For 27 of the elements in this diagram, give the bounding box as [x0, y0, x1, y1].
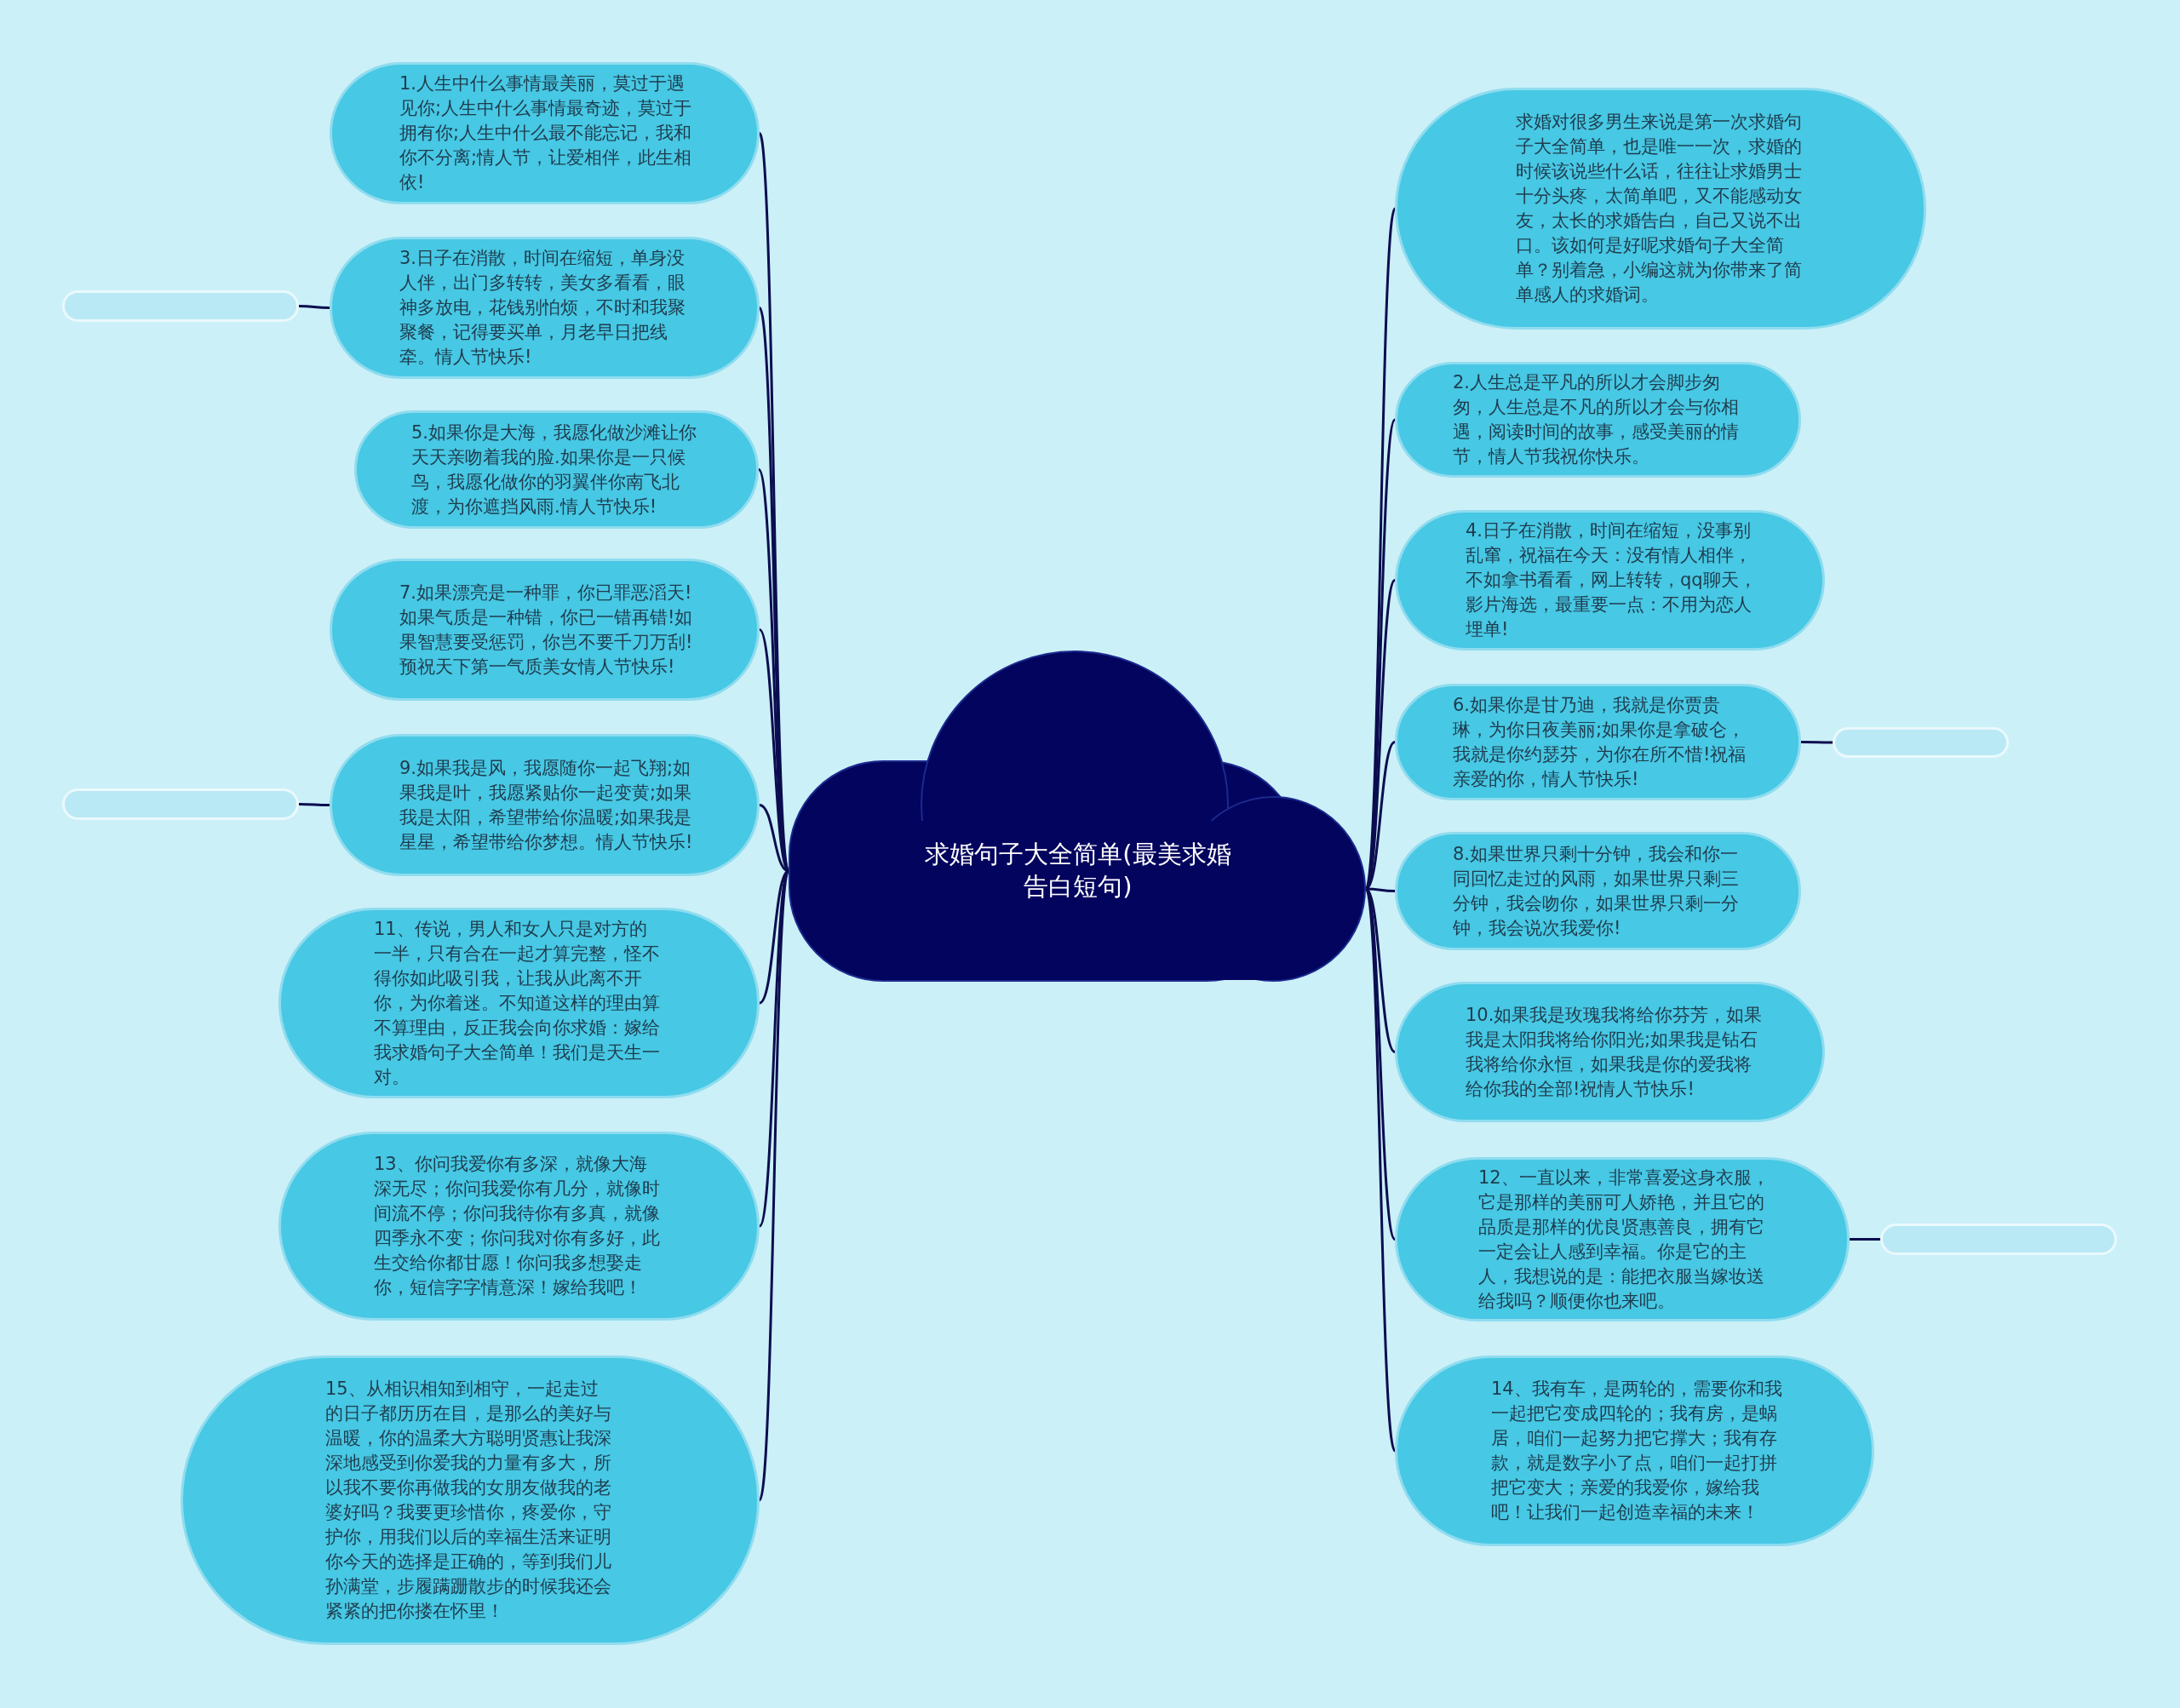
- connector-line: [1801, 741, 1833, 744]
- bubble-text: 6.如果你是甘乃迪，我就是你贾贵琳，为你日夜美丽;如果你是拿破仑，我就是你约瑟芬，为你在所不惜!祝福亲爱的你，情人节快乐!: [1453, 693, 1747, 791]
- bubble-text: 4.日子在消散，时间在缩短，没事别乱窜，祝福在今天：没有情人相伴，不如拿书看看，网上转转，qq聊天，影片海选，最重要一点：不用为恋人埋单!: [1466, 519, 1758, 641]
- connector-line: [299, 803, 330, 806]
- bubble-text: 7.如果漂亮是一种罪，你已罪恶滔天!如果气质是一种错，你已一错再错!如果智慧要受惩罚，你岂不要千刀万刮!预祝天下第一气质美女情人节快乐!: [399, 581, 693, 679]
- tag-pill: [1833, 727, 2009, 758]
- bubble-text: 5.如果你是大海，我愿化做沙滩让你天天亲吻着我的脸.如果你是一只候鸟，我愿化做你的羽翼伴你南飞北渡，为你遮挡风雨.情人节快乐!: [411, 421, 698, 519]
- bubble-text: 9.如果我是风，我愿随你一起飞翔;如果我是叶，我愿紧贴你一起变黄;如果我是太阳，希望带给你温暖;如果我是星星，希望带给你梦想。情人节快乐!: [399, 756, 694, 854]
- tag-pill: [1880, 1224, 2117, 1255]
- central-topic-text: 求婚句子大全简单(最美求婚告白短句): [925, 839, 1231, 903]
- connector-line: [1850, 1238, 1880, 1241]
- bubble-text: 12、一直以来，非常喜爱这身衣服，它是那样的美丽可人娇艳，并且它的品质是那样的优良贤惠善良，拥有它一定会让人感到幸福。你是它的主人，我想说的是：能把衣服当嫁妆送给我吗？顺便你也来吧。: [1478, 1166, 1770, 1313]
- bubble-text: 15、从相识相知到相守，一起走过的日子都历历在目，是那么的美好与温暖，你的温柔大方聪明贤惠让我深深地感受到你爱我的力量有多大，所以我不要你再做我的女朋友做我的老婆好吗？我要更珍惜你，疼爱你，守护你，用我们以后的幸福生活来证明你今天的选择是正确的，等到我们儿孙满堂，步履蹒跚散步的时候我还会紧紧的把你搂在怀里！: [325, 1378, 612, 1623]
- bubble-text: 3.日子在消散，时间在缩短，单身没人伴，出门多转转，美女多看看，眼神多放电，花钱别怕烦，不时和我聚聚餐，记得要买单，月老早日把线牵。情人节快乐!: [399, 247, 686, 369]
- tag-pill: [62, 290, 299, 322]
- connector-line: [758, 870, 790, 1501]
- tag-pill: [62, 788, 299, 820]
- bubble-text: 1.人生中什么事情最美丽，莫过于遇见你;人生中什么事情最奇迹，莫过于拥有你;人生中什么最不能忘记，我和你不分离;情人节，让爱相伴，此生相依!: [399, 72, 693, 194]
- bubble-text: 8.如果世界只剩十分钟，我会和你一同回忆走过的风雨，如果世界只剩三分钟，我会吻你，如果世界只剩一分钟，我会说次我爱你!: [1453, 842, 1740, 940]
- bubble-text: 11、传说，男人和女人只是对方的一半，只有合在一起才算完整，怪不得你如此吸引我，让我从此离不开你，为你着迷。不知道这样的理由算不算理由，反正我会向你求婚：嫁给我求婚句子大全简单！我们是天生一对。: [374, 917, 661, 1089]
- bubble-text: 14、我有车，是两轮的，需要你和我一起把它变成四轮的；我有房，是蜗居，咱们一起努力把它撑大；我有存款，就是数字小了点，咱们一起打拼把它变大；亲爱的我爱你，嫁给我吧！让我们一起创造幸福的未来！: [1491, 1378, 1783, 1524]
- bubble-text: 2.人生总是平凡的所以才会脚步匆匆，人生总是不凡的所以才会与你相遇，阅读时间的故事，感受美丽的情节，情人节我祝你快乐。: [1453, 371, 1740, 468]
- connector-line: [299, 305, 330, 309]
- bubble-text: 求婚对很多男生来说是第一次求婚句子大全简单，也是唯一一次，求婚的时候该说些什么话，往往让求婚男士十分头疼，太简单吧，又不能感动女友，太长的求婚告白，自己又说不出口。该如何是好呢求婚句子大全简单？别着急，小编这就为你带来了简单感人的求婚词。: [1516, 111, 1803, 307]
- connector-line: [759, 804, 789, 873]
- bubble-text: 10.如果我是玫瑰我将给你芬芳，如果我是太阳我将给你阳光;如果我是钻石我将给你永恒，如果我是你的爱我将给你我的全部!祝情人节快乐!: [1466, 1003, 1764, 1101]
- bubble-text: 13、你问我爱你有多深，就像大海深无尽；你问我爱你有几分，就像时间流不停；你问我待你有多真，就像四季永不变；你问我对你有多好，此生交给你都甘愿！你问我多想娶走你，短信字字情意深！嫁给我吧！: [374, 1153, 661, 1299]
